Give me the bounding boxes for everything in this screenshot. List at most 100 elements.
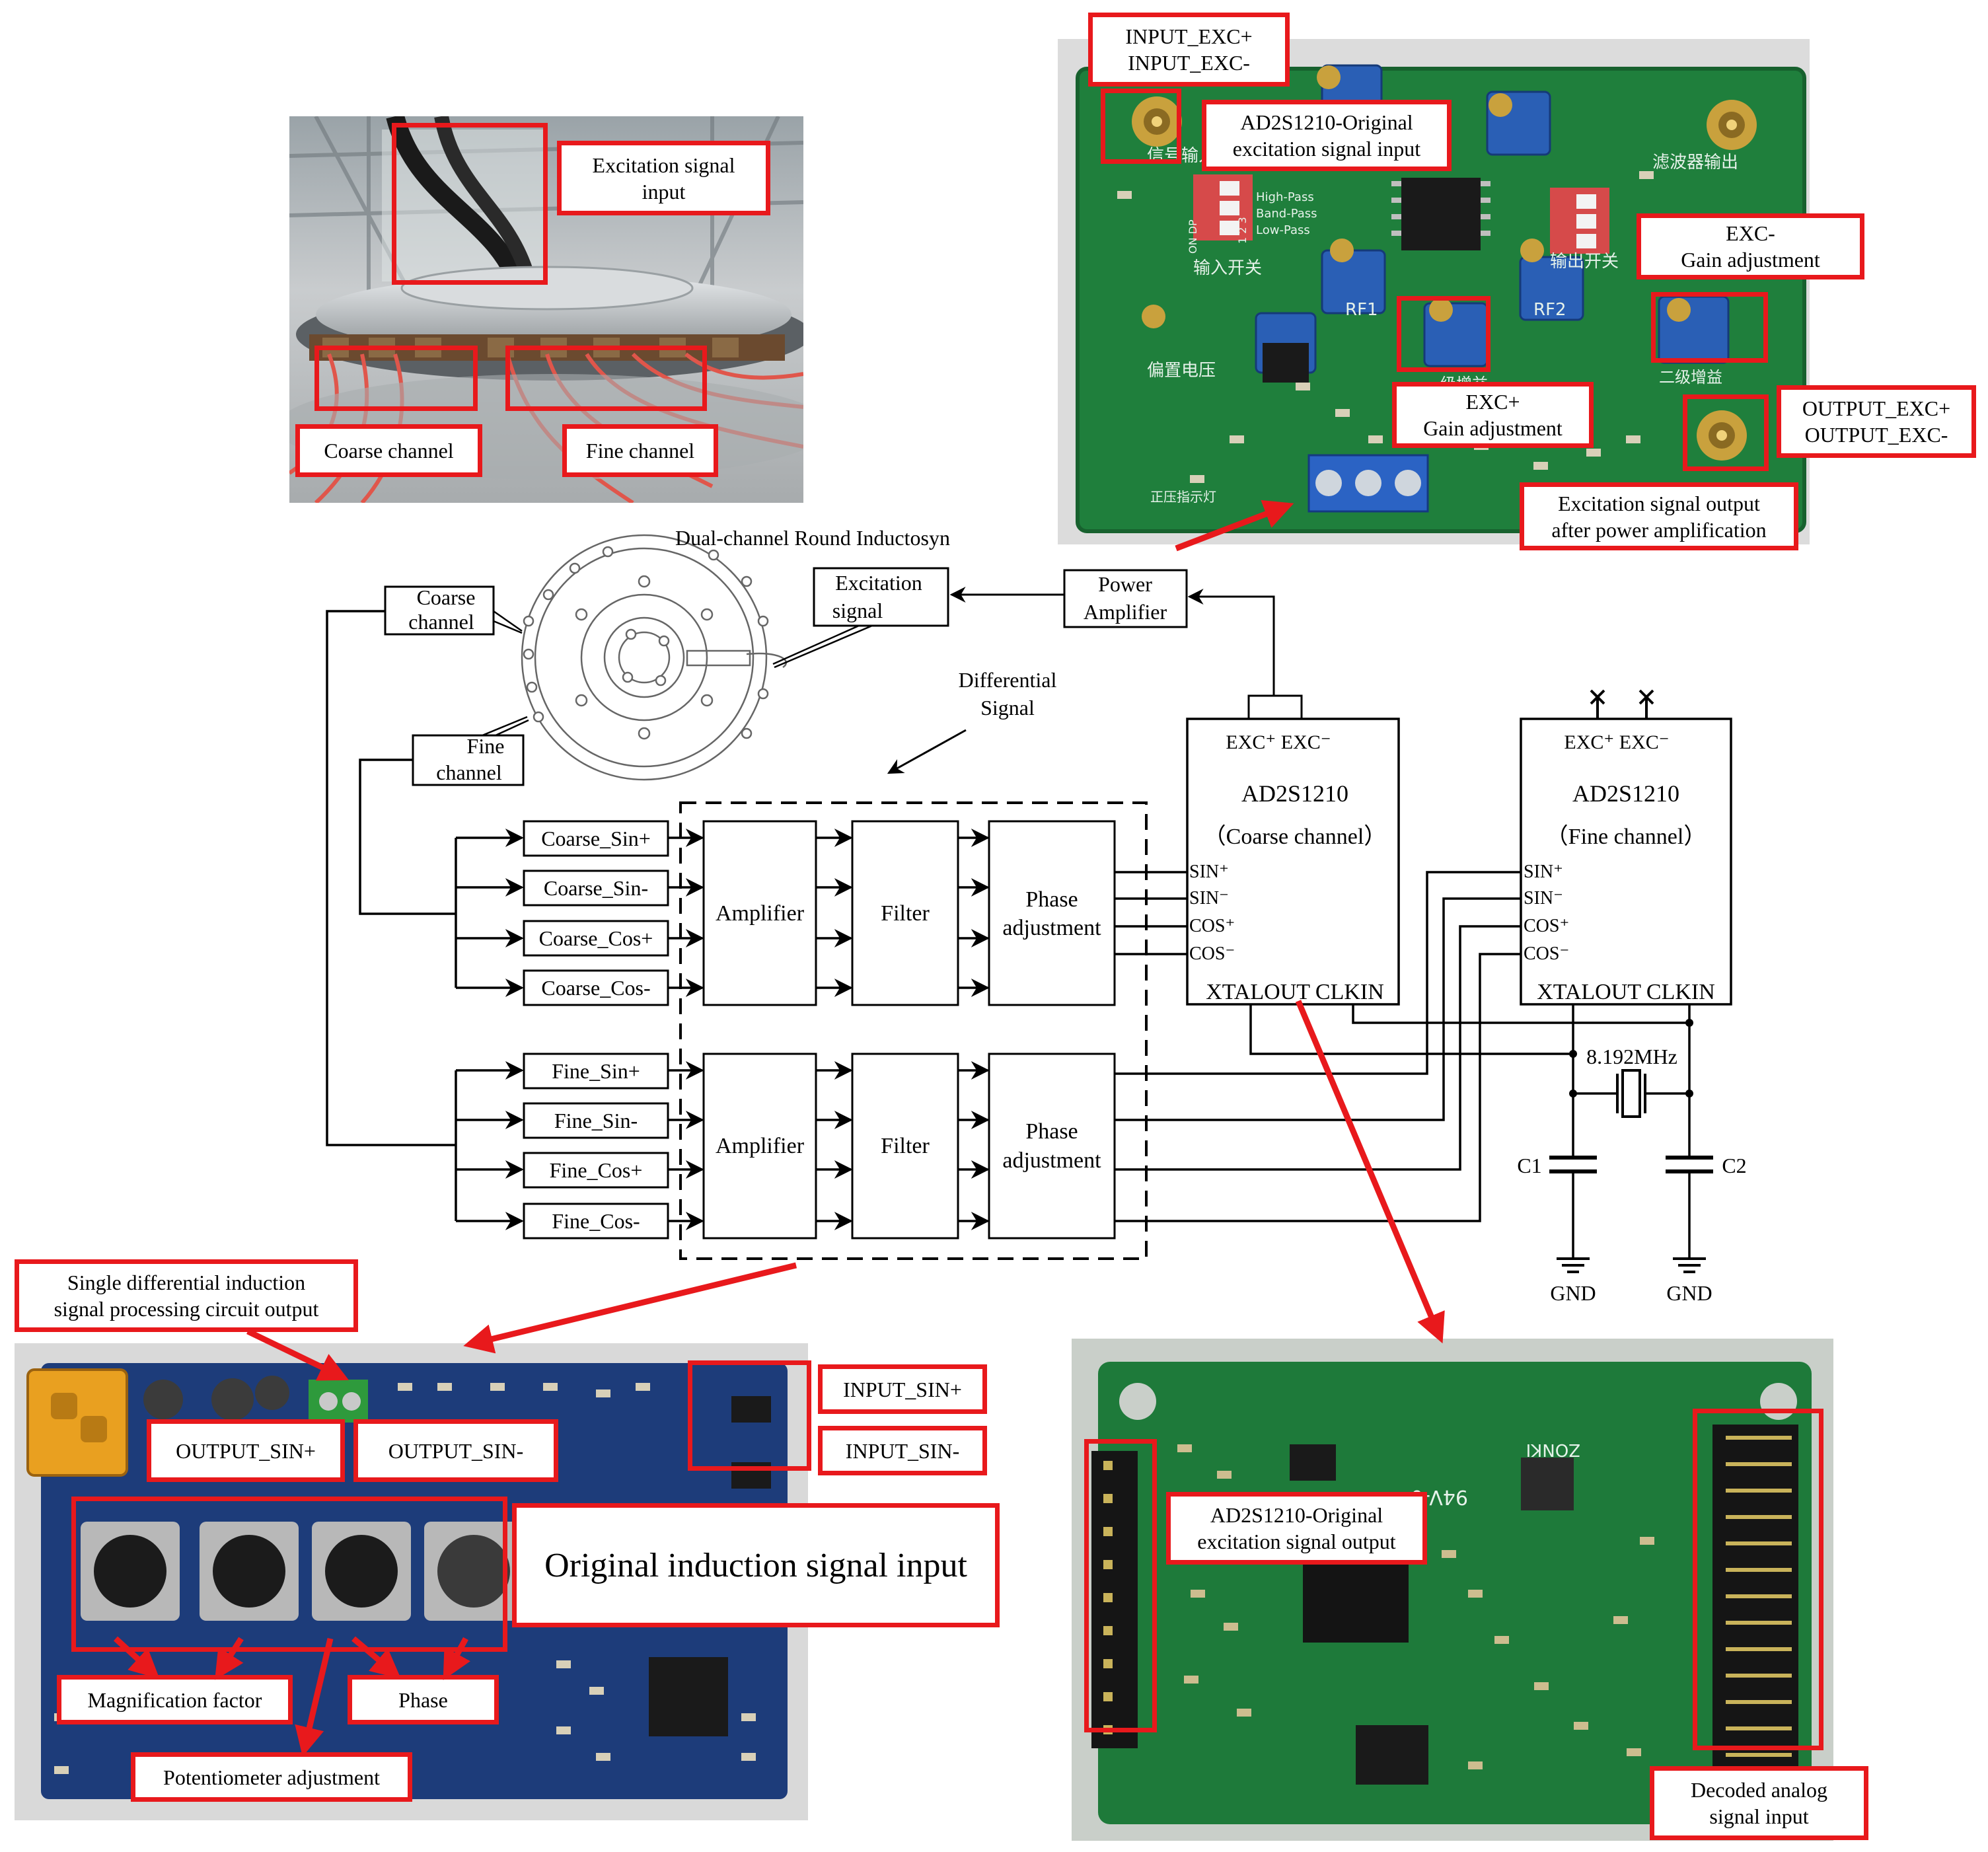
svg-text:Amplifier: Amplifier bbox=[1084, 600, 1167, 624]
fine-channel-callout bbox=[412, 734, 525, 786]
input-exc-label: INPUT_EXC+ INPUT_EXC- bbox=[1088, 13, 1290, 87]
coarse-amplifier-block bbox=[702, 820, 817, 1006]
svg-text:Coarse: Coarse bbox=[417, 585, 476, 609]
ic-chip-icon bbox=[1263, 178, 1481, 383]
svg-text:Signal: Signal bbox=[980, 696, 1035, 720]
decoder-board-photo-art: 94V-0 ZONKI bbox=[1072, 1339, 1833, 1841]
svg-text:AD2S1210: AD2S1210 bbox=[1241, 780, 1348, 807]
svg-text:1 2 3: 1 2 3 bbox=[1236, 217, 1249, 244]
svg-text:COS⁻: COS⁻ bbox=[1524, 944, 1569, 964]
svg-text:Band-Pass: Band-Pass bbox=[1256, 207, 1317, 221]
output-sin-plus-label: OUTPUT_SIN+ bbox=[147, 1419, 345, 1482]
output-exc-label: OUTPUT_EXC+ OUTPUT_EXC- bbox=[1777, 385, 1976, 458]
svg-text:RF1: RF1 bbox=[1345, 300, 1378, 320]
input-sin-minus-label: INPUT_SIN- bbox=[818, 1426, 987, 1475]
knobs-highlight bbox=[71, 1497, 507, 1652]
svg-text:signal: signal bbox=[832, 599, 883, 622]
ad2s1210-coarse-chip bbox=[1186, 718, 1400, 1006]
fine-sin-minus-box bbox=[523, 1102, 669, 1139]
svg-text:adjustment: adjustment bbox=[1002, 916, 1101, 940]
signal-processing-module bbox=[679, 801, 1148, 1260]
coarse-filter-block bbox=[851, 820, 959, 1006]
ground-icon bbox=[1557, 1257, 1706, 1273]
svg-text:SIN⁺: SIN⁺ bbox=[1189, 862, 1229, 882]
svg-text:Fine: Fine bbox=[467, 734, 505, 758]
svg-text:正压指示灯: 正压指示灯 bbox=[1150, 489, 1216, 505]
svg-text:Fine_Cos-: Fine_Cos- bbox=[552, 1209, 640, 1233]
svg-text:channel: channel bbox=[436, 760, 502, 784]
photo-decoder-board: 94V-0 ZONKI bbox=[1072, 1339, 1833, 1841]
svg-text:Phase: Phase bbox=[1025, 887, 1078, 912]
decoded-analog-input-label: Decoded analog signal input bbox=[1650, 1766, 1868, 1840]
svg-text:GND: GND bbox=[1550, 1281, 1596, 1305]
svg-text:XTALOUT CLKIN: XTALOUT CLKIN bbox=[1206, 980, 1384, 1004]
exc-plus-pot-highlight bbox=[1397, 296, 1491, 372]
ad2s1210-output-label: AD2S1210-Original excitation signal outp… bbox=[1166, 1492, 1427, 1565]
exc-minus-gain-label: EXC- Gain adjustment bbox=[1637, 213, 1864, 279]
input-sma-highlight bbox=[1101, 89, 1181, 164]
inductosyn-drawing bbox=[521, 534, 788, 781]
svg-text:Differential: Differential bbox=[959, 668, 1057, 692]
svg-text:C2: C2 bbox=[1722, 1154, 1746, 1177]
phase-label: Phase bbox=[348, 1675, 499, 1724]
xt60-connector-icon bbox=[26, 1368, 128, 1477]
capacitor-icon bbox=[1549, 1156, 1713, 1173]
svg-text:Phase: Phase bbox=[1025, 1119, 1078, 1144]
right-header-highlight bbox=[1693, 1409, 1823, 1750]
excitation-cable-highlight bbox=[392, 123, 548, 285]
coarse-sin-minus-box bbox=[523, 870, 669, 907]
dip-switch-icon bbox=[1193, 174, 1609, 254]
svg-text:Amplifier: Amplifier bbox=[716, 901, 805, 926]
svg-text:Fine_Cos+: Fine_Cos+ bbox=[550, 1158, 643, 1182]
fine-sin-plus-box bbox=[523, 1053, 669, 1090]
svg-text:SIN⁻: SIN⁻ bbox=[1189, 888, 1229, 908]
input-sin-header-highlight bbox=[688, 1360, 811, 1471]
svg-text:Coarse_Sin-: Coarse_Sin- bbox=[544, 876, 648, 900]
svg-text:EXC⁺ EXC⁻: EXC⁺ EXC⁻ bbox=[1564, 731, 1669, 753]
svg-text:Low-Pass: Low-Pass bbox=[1256, 223, 1310, 237]
coarse-channel-highlight bbox=[314, 346, 478, 411]
svg-text:adjustment: adjustment bbox=[1002, 1148, 1101, 1173]
input-sin-plus-label: INPUT_SIN+ bbox=[818, 1364, 987, 1414]
potentiometer-adjustment-label: Potentiometer adjustment bbox=[131, 1752, 412, 1802]
svg-text:（Fine channel）: （Fine channel） bbox=[1546, 824, 1707, 849]
coarse-phase-block bbox=[988, 820, 1116, 1006]
sma-connector-icon bbox=[1132, 96, 1182, 147]
svg-text:Coarse_Sin+: Coarse_Sin+ bbox=[541, 827, 651, 850]
svg-text:输入开关: 输入开关 bbox=[1193, 258, 1262, 278]
svg-text:（Coarse channel）: （Coarse channel） bbox=[1204, 824, 1387, 849]
output-sma-highlight bbox=[1683, 394, 1769, 471]
pin-header-icon bbox=[1091, 1451, 1138, 1748]
svg-text:RF2: RF2 bbox=[1533, 300, 1566, 320]
svg-text:Coarse_Cos-: Coarse_Cos- bbox=[541, 976, 650, 1000]
left-header-highlight bbox=[1084, 1439, 1157, 1732]
svg-text:AD2S1210: AD2S1210 bbox=[1572, 780, 1679, 807]
fine-channel-highlight bbox=[505, 346, 707, 411]
svg-text:二级增益: 二级增益 bbox=[1659, 368, 1722, 387]
excitation-output-label: Excitation signal output after power amp… bbox=[1520, 482, 1798, 550]
fine-cos-minus-box bbox=[523, 1203, 669, 1240]
svg-text:Filter: Filter bbox=[881, 1134, 930, 1158]
svg-text:channel: channel bbox=[408, 610, 474, 634]
output-sin-minus-label: OUTPUT_SIN- bbox=[353, 1419, 558, 1482]
coarse-channel-photo-label: Coarse channel bbox=[295, 424, 482, 477]
crystal-icon bbox=[1616, 1069, 1646, 1118]
svg-text:High-Pass: High-Pass bbox=[1256, 190, 1314, 204]
svg-text:GND: GND bbox=[1666, 1281, 1712, 1305]
magnification-factor-label: Magnification factor bbox=[57, 1675, 293, 1724]
svg-text:Filter: Filter bbox=[881, 901, 930, 926]
fine-phase-block bbox=[988, 1053, 1116, 1240]
svg-text:滤波器输出: 滤波器输出 bbox=[1652, 153, 1738, 172]
svg-text:COS⁺: COS⁺ bbox=[1524, 916, 1569, 936]
svg-text:Excitation: Excitation bbox=[835, 571, 922, 595]
svg-text:Fine_Sin-: Fine_Sin- bbox=[554, 1109, 638, 1132]
svg-text:Power: Power bbox=[1098, 572, 1152, 596]
svg-text:ZONKI: ZONKI bbox=[1526, 1440, 1580, 1460]
svg-text:8.192MHz: 8.192MHz bbox=[1586, 1045, 1677, 1068]
svg-text:Coarse_Cos+: Coarse_Cos+ bbox=[539, 926, 653, 950]
single-diff-output-label: Single differential induction signal pro… bbox=[15, 1259, 358, 1332]
svg-text:SIN⁻: SIN⁻ bbox=[1524, 888, 1563, 908]
svg-text:COS⁺: COS⁺ bbox=[1189, 916, 1235, 936]
